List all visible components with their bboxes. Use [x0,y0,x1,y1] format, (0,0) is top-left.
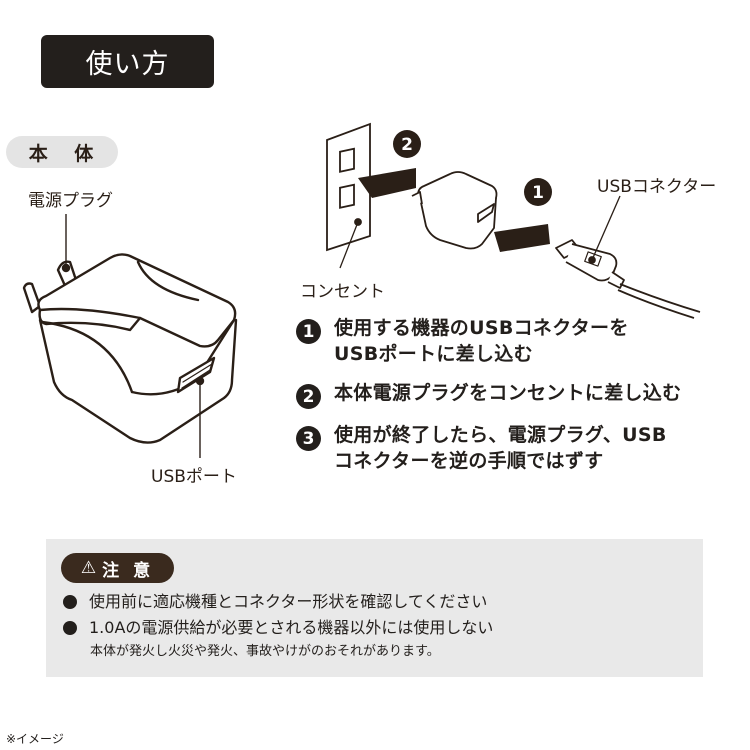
label-usb-connector: USBコネクター [597,177,717,197]
bullet-icon [63,621,77,635]
adapter-illustration [22,253,238,444]
instruction-steps: 1 使用する機器のUSBコネクターを USBポートに差し込む 2 本体電源プラグ… [296,315,746,487]
step-item: 2 本体電源プラグをコンセントに差し込む [296,380,746,409]
caution-box: ⚠ 注 意 使用前に適応機種とコネクター形状を確認してください 1.0Aの電源供… [46,539,703,677]
step-text: 使用する機器のUSBコネクターを USBポートに差し込む [334,317,629,365]
caution-subnote: 本体が発火し火災や発火、事故やけがのおそれがあります。 [90,644,440,659]
label-usb-port: USBポート [151,467,237,487]
step-number-badge: 2 [296,384,321,409]
illustration-layer: 2 1 [22,122,701,458]
step-number-badge: 1 [296,319,321,344]
svg-text:2: 2 [401,135,413,155]
usb-connector-illustration [555,239,701,319]
step-text: 使用が終了したら、電源プラグ、USB コネクターを逆の手順ではずす [334,424,667,472]
caution-item: 1.0Aの電源供給が必要とされる機器以外には使用しない [63,615,493,641]
step-number-badge: 3 [296,426,321,451]
arrow-2 [358,168,416,198]
wall-outlet-illustration [326,122,371,269]
arrow-1 [494,224,550,252]
caution-badge: ⚠ 注 意 [61,553,174,583]
caution-label: 注 意 [102,560,155,581]
step-item: 3 使用が終了したら、電源プラグ、USB コネクターを逆の手順ではずす [296,422,746,474]
image-footnote: ※イメージ [6,732,64,746]
small-adapter-illustration [411,171,498,250]
label-outlet: コンセント [300,282,385,302]
step-text: 本体電源プラグをコンセントに差し込む [334,382,682,404]
caution-item: 使用前に適応機種とコネクター形状を確認してください [63,589,493,615]
warning-icon: ⚠ [80,558,97,578]
label-power-plug: 電源プラグ [28,191,113,211]
page-title: 使い方 [41,35,214,88]
caution-list: 使用前に適応機種とコネクター形状を確認してください 1.0Aの電源供給が必要とさ… [63,589,493,663]
bullet-icon [63,595,77,609]
svg-text:1: 1 [532,183,544,203]
section-label-body: 本 体 [6,136,118,168]
step-item: 1 使用する機器のUSBコネクターを USBポートに差し込む [296,315,746,367]
